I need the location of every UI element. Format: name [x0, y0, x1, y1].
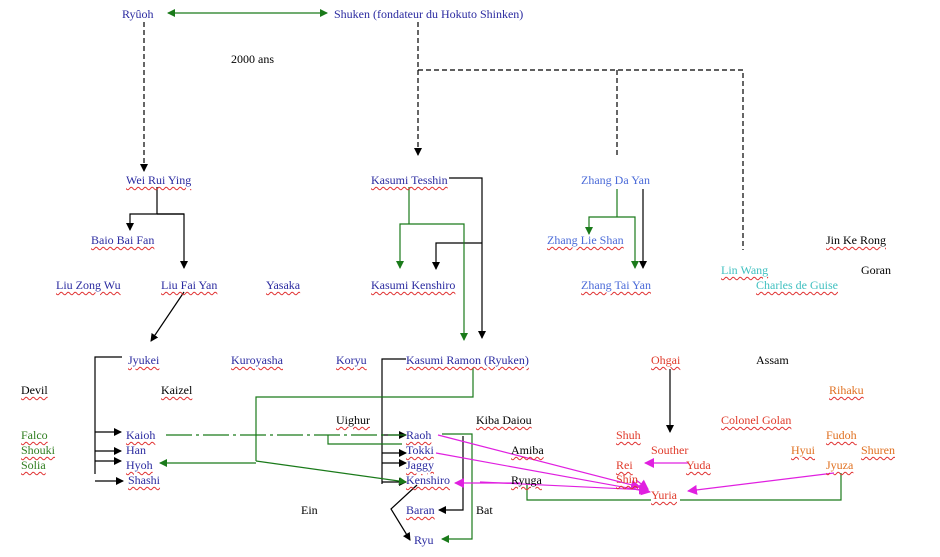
node-ohgai: Ohgai	[651, 353, 681, 367]
connector-shuken-branch	[418, 69, 744, 250]
node-kasumi-kenshiro: Kasumi Kenshiro	[371, 278, 456, 292]
connector-zdy-zls	[585, 216, 617, 235]
connector-ramon-hyoh-green	[255, 368, 474, 461]
node-rei: Rei	[616, 458, 633, 472]
connector-tesshin-kkenshiro-green	[396, 223, 409, 269]
node-shin: Shin	[616, 472, 639, 486]
connector-raoh-yuria	[437, 434, 641, 490]
node-jaggy: Jaggy	[406, 458, 434, 472]
node-shuken: Shuken (fondateur du Hokuto Shinken)	[334, 7, 524, 21]
node-baio-bai-fan: Baio Bai Fan	[91, 233, 155, 247]
node-charles-de-guise: Charles de Guise	[756, 278, 838, 292]
node-goran: Goran	[861, 263, 891, 277]
connector-tesshin-ramon-green	[409, 223, 468, 341]
node-shuh: Shuh	[616, 428, 641, 442]
node-ryu: Ryu	[414, 533, 434, 547]
connector-jyukei-bracket	[94, 356, 122, 474]
label-2000-ans: 2000 ans	[231, 52, 274, 66]
connector-jyuza-yuria	[687, 472, 835, 495]
node-shuren: Shuren	[861, 443, 895, 457]
node-kuroyasha: Kuroyasha	[231, 353, 283, 367]
node-uighur: Uighur	[336, 413, 370, 427]
node-kaizel: Kaizel	[161, 383, 193, 397]
connector-kenshiro-ryu	[390, 484, 418, 541]
connector-kaioh-tokki	[327, 435, 402, 445]
connector-shin-yuria	[635, 479, 649, 490]
connector-wei-baio	[126, 213, 184, 231]
node-tokki: Tokki	[406, 443, 434, 457]
node-assam: Assam	[756, 353, 789, 367]
connector-tesshin-black	[449, 177, 486, 339]
connector-zdy-zty-green	[617, 216, 639, 269]
node-kaioh: Kaioh	[126, 428, 156, 442]
node-shashi: Shashi	[128, 473, 161, 487]
node-raoh: Raoh	[406, 428, 432, 442]
node-kenshiro: Kenshiro	[406, 473, 450, 487]
node-bat: Bat	[476, 503, 493, 517]
node-rihaku: Rihaku	[829, 383, 864, 397]
connector-wei-lfy	[157, 213, 188, 269]
node-wei-rui-ying: Wei Rui Ying	[126, 173, 192, 187]
node-solia: Solia	[21, 458, 46, 472]
node-ein: Ein	[301, 503, 318, 517]
node-souther: Souther	[651, 443, 689, 457]
node-zhang-tai-yan: Zhang Tai Yan	[581, 278, 651, 292]
node-liu-fai-yan: Liu Fai Yan	[161, 278, 218, 292]
node-colonel-golan: Colonel Golan	[721, 413, 792, 427]
node-zhang-lie-shan: Zhang Lie Shan	[547, 233, 624, 247]
node-yuria: Yuria	[651, 488, 677, 502]
node-yasaka: Yasaka	[266, 278, 301, 292]
connector-hyoh-kenshiro	[255, 460, 407, 485]
node-koryu: Koryu	[336, 353, 367, 367]
connector-kenshiro-yuria	[479, 481, 649, 495]
node-falco: Falco	[21, 428, 48, 442]
node-amiba: Amiba	[511, 443, 544, 457]
connector-ramon-bracket	[381, 358, 406, 484]
node-hyui: Hyui	[791, 443, 815, 457]
node-kasumi-ramon: Kasumi Ramon (Ryuken)	[406, 353, 529, 367]
node-kiba-daiou: Kiba Daiou	[476, 413, 532, 427]
node-lin-wang: Lin Wang	[721, 263, 769, 277]
node-yuda: Yuda	[686, 458, 711, 472]
node-jyukei: Jyukei	[128, 353, 160, 367]
node-ryuga: Ryuga	[511, 473, 542, 487]
connector-ryuga-jyuza-green	[526, 484, 651, 501]
connector-tesshin-kkenshiro-black	[432, 242, 482, 270]
node-liu-zong-wu: Liu Zong Wu	[56, 278, 121, 292]
node-devil: Devil	[21, 383, 48, 397]
connector-yuria-jyuza-green	[680, 473, 842, 501]
node-zhang-da-yan: Zhang Da Yan	[581, 173, 650, 187]
connector-lfy-jyukei	[150, 291, 185, 342]
connector-tokki-yuria	[435, 452, 651, 496]
node-fudoh: Fudoh	[826, 428, 857, 442]
connector-raoh-ryu-green	[441, 433, 473, 543]
node-kasumi-tesshin: Kasumi Tesshin	[371, 173, 448, 187]
node-baran: Baran	[406, 503, 435, 517]
node-hyoh: Hyoh	[126, 458, 153, 472]
node-shouki: Shouki	[21, 443, 56, 457]
connector-raoh-baran	[438, 436, 464, 514]
node-jyuza: Jyuza	[826, 458, 854, 472]
node-jin-ke-rong: Jin Ke Rong	[826, 233, 886, 247]
node-han: Han	[126, 443, 146, 457]
node-ryuoh: Ryûoh	[122, 7, 154, 21]
